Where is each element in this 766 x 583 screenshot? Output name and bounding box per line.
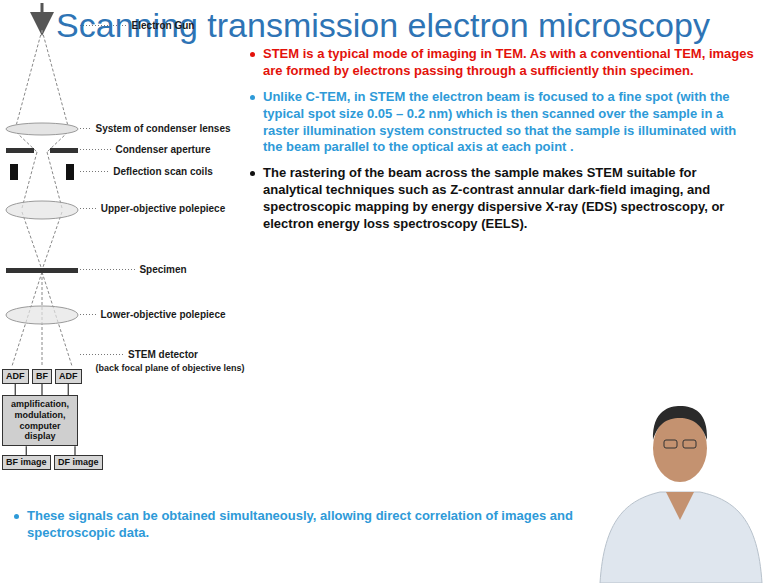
electron-gun-arrow [41, 3, 44, 24]
bullet-row: The rastering of the beam across the sam… [250, 165, 758, 233]
specimen-bar [6, 268, 78, 273]
bullet-text: STEM is a typical mode of imaging in TEM… [263, 46, 758, 80]
beam-ray [47, 152, 62, 208]
box-text: ADF [6, 371, 25, 382]
scan-coil [66, 164, 74, 180]
bullet-row: These signals can be obtained simultaneo… [14, 508, 580, 542]
upper-objective-lens [6, 201, 78, 219]
box-text: amplification, modulation, computer disp… [6, 399, 74, 442]
leader-line [80, 269, 135, 270]
bullet-text: Unlike C-TEM, in STEM the electron beam … [263, 89, 758, 157]
part-label: Specimen [139, 264, 186, 275]
part-label: Lower-objective polepiece [100, 309, 225, 320]
leader-line [80, 208, 97, 209]
part-label: Upper-objective polepiece [101, 203, 225, 214]
part-label: Condenser aperture [115, 144, 210, 155]
part-label: STEM detector [128, 349, 198, 360]
bullet-dot [14, 514, 19, 519]
connector-line [68, 384, 69, 395]
bullet-text: These signals can be obtained simultaneo… [27, 508, 580, 542]
connector-line [26, 446, 27, 455]
bullet-dot [250, 52, 255, 57]
presenter-glasses [664, 440, 677, 448]
beam-ray [22, 152, 37, 208]
leader-line [80, 128, 91, 129]
detector-box: BF [32, 369, 52, 384]
presenter-figure [600, 406, 762, 583]
leader-line [80, 354, 124, 355]
connector-stroke [15, 384, 16, 395]
condenser-aperture [50, 148, 78, 153]
scan-coil [10, 164, 18, 180]
image-output-box: DF image [54, 455, 103, 470]
lower-objective-lens [6, 306, 78, 324]
box-text: DF image [58, 457, 99, 468]
bullet-text: The rastering of the beam across the sam… [263, 165, 758, 233]
part-label: Electron Gun [132, 20, 195, 31]
part-label: Deflection scan coils [113, 166, 212, 177]
bullet-row: Unlike C-TEM, in STEM the electron beam … [250, 89, 758, 157]
part-label: System of condenser lenses [95, 123, 230, 134]
slide-title: Scanning transmission electron microscop… [0, 6, 766, 45]
connector-stroke [26, 446, 27, 455]
processing-box: amplification, modulation, computer disp… [2, 395, 78, 446]
beam-ray [16, 30, 42, 126]
box-text: ADF [59, 371, 78, 382]
presenter-neck [666, 492, 694, 520]
box-text: BF image [6, 457, 47, 468]
condenser-lens [6, 123, 78, 135]
connector-stroke [41, 384, 42, 395]
detector-box: ADF [2, 369, 29, 384]
connector-line [75, 446, 76, 455]
connector-stroke [68, 384, 69, 395]
part-label: (back focal plane of objective lens) [95, 363, 244, 373]
bullet-dot [250, 171, 255, 176]
connector-stroke [74, 446, 75, 455]
presenter-hair [653, 406, 707, 440]
detector-box: ADF [55, 369, 82, 384]
leader-line [80, 149, 111, 150]
presenter-glasses [683, 440, 696, 448]
image-output-box: BF image [2, 455, 51, 470]
connector-line [42, 384, 43, 395]
beam-ray [42, 30, 68, 126]
bullet-row: STEM is a typical mode of imaging in TEM… [250, 46, 758, 80]
beam-ray [42, 212, 62, 270]
bullet-dot [250, 95, 255, 100]
condenser-aperture [6, 148, 34, 153]
beam-ray [22, 212, 42, 270]
connector-line [15, 384, 16, 395]
bullet-list: STEM is a typical mode of imaging in TEM… [250, 46, 758, 242]
leader-line [80, 171, 109, 172]
leader-line [80, 314, 96, 315]
presenter-shirt [600, 492, 762, 583]
box-text: BF [36, 371, 48, 382]
